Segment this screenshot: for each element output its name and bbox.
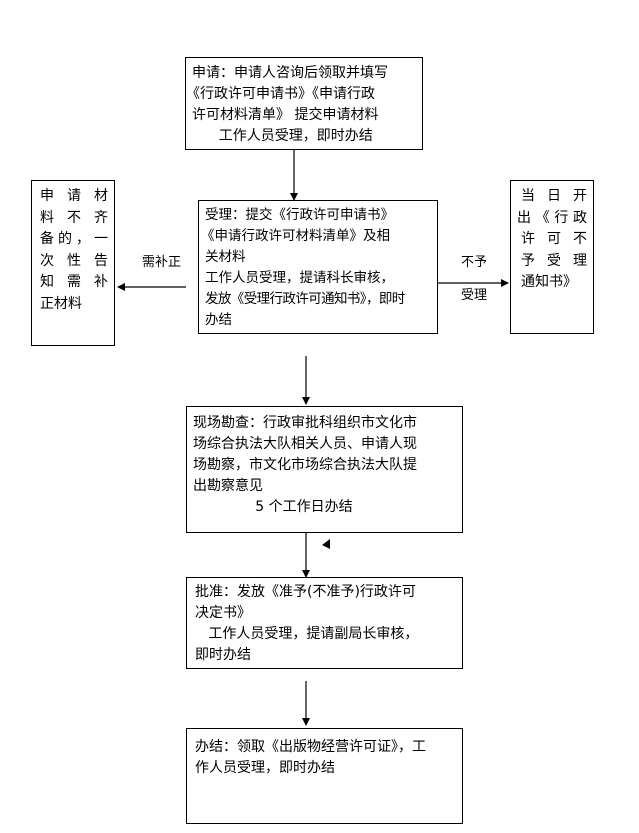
- step-accept-line-5: 发放《受理行政许可通知书》，即时: [205, 291, 405, 307]
- supplement-line-5: 知需补: [40, 274, 108, 290]
- reject-line-1: 当日开: [521, 188, 587, 204]
- step-accept-line-3: 关材料: [205, 249, 246, 265]
- step-approve-box: 批准：发放《准予(不准予)行政许可 决定书》 工作人员受理，提请副局长审核， 即…: [186, 577, 463, 669]
- step-approve-line-1: 批准：发放《准予(不准予)行政许可: [195, 584, 416, 600]
- step-accept-line-6: 办结: [205, 312, 232, 328]
- step-inspect-line-4: 出勘察意见: [193, 478, 263, 494]
- step-apply-line-1: 申请：申请人咨询后领取并填写: [192, 65, 388, 81]
- step-accept-line-1: 受理：提交《行政许可申请书》: [205, 207, 394, 223]
- step-inspect-box: 现场勘查：行政审批科组织市文化市 场综合执法大队相关人员、申请人现 场勘察，市文…: [186, 406, 463, 533]
- step-apply-line-2: 《行政许可申请书》《申请行政: [186, 86, 375, 102]
- step-inspect-line-3: 场勘察，市文化市场综合执法大队提: [193, 457, 417, 473]
- reject-line-5: 通知书》: [521, 274, 577, 290]
- step-reject-box: 当日开 出《行政 许可不 予受理 通知书》: [510, 180, 594, 334]
- step-inspect-line-1: 现场勘查：行政审批科组织市文化市: [193, 415, 417, 431]
- supplement-line-2: 料不齐: [40, 209, 108, 226]
- step-inspect-line-5: 5 个工作日办结: [193, 499, 353, 515]
- stray-arrowhead: [322, 539, 330, 549]
- step-apply-line-4: 工作人员受理，即时办结: [192, 128, 373, 144]
- reject-line-3: 许可不: [521, 231, 587, 247]
- supplement-line-4: 次性告: [40, 252, 108, 269]
- step-accept-line-2: 《申请行政许可材料清单》及相: [201, 228, 390, 244]
- step-inspect-line-2: 场综合执法大队相关人员、申请人现: [193, 436, 417, 452]
- supplement-line-6: 正材料: [40, 295, 82, 312]
- step-complete-box: 办结：领取《出版物经营许可证》，工 作人员受理，即时办结: [186, 728, 463, 824]
- step-complete-line-1: 办结：领取《出版物经营许可证》，工: [195, 739, 426, 755]
- step-apply-box: 申请：申请人咨询后领取并填写 《行政许可申请书》《申请行政 许可材料清单》 提交…: [185, 57, 423, 150]
- edge-label-supplement: 需补正: [142, 255, 182, 270]
- reject-line-2: 出《行政: [517, 209, 587, 226]
- step-approve-line-4: 即时办结: [195, 647, 251, 663]
- supplement-line-1: 申请材: [40, 188, 108, 204]
- step-approve-line-2: 决定书》: [195, 605, 251, 621]
- reject-line-4: 予受理: [521, 252, 587, 269]
- step-complete-line-2: 作人员受理，即时办结: [195, 760, 335, 776]
- edge-label-reject-top: 不予: [461, 255, 488, 270]
- supplement-line-3: 备的，一: [40, 231, 108, 247]
- step-accept-line-4: 工作人员受理，提请科长审核，: [205, 270, 394, 286]
- step-approve-line-3: 工作人员受理，提请副局长审核，: [195, 626, 419, 642]
- step-supplement-box: 申请材 料不齐 备的，一 次性告 知需补 正材料: [31, 180, 115, 346]
- step-apply-line-3: 许可材料清单》 提交申请材料: [192, 107, 379, 123]
- step-accept-box: 受理：提交《行政许可申请书》 《申请行政许可材料清单》及相 关材料 工作人员受理…: [198, 200, 438, 334]
- edge-label-reject-bottom: 受理: [461, 288, 488, 303]
